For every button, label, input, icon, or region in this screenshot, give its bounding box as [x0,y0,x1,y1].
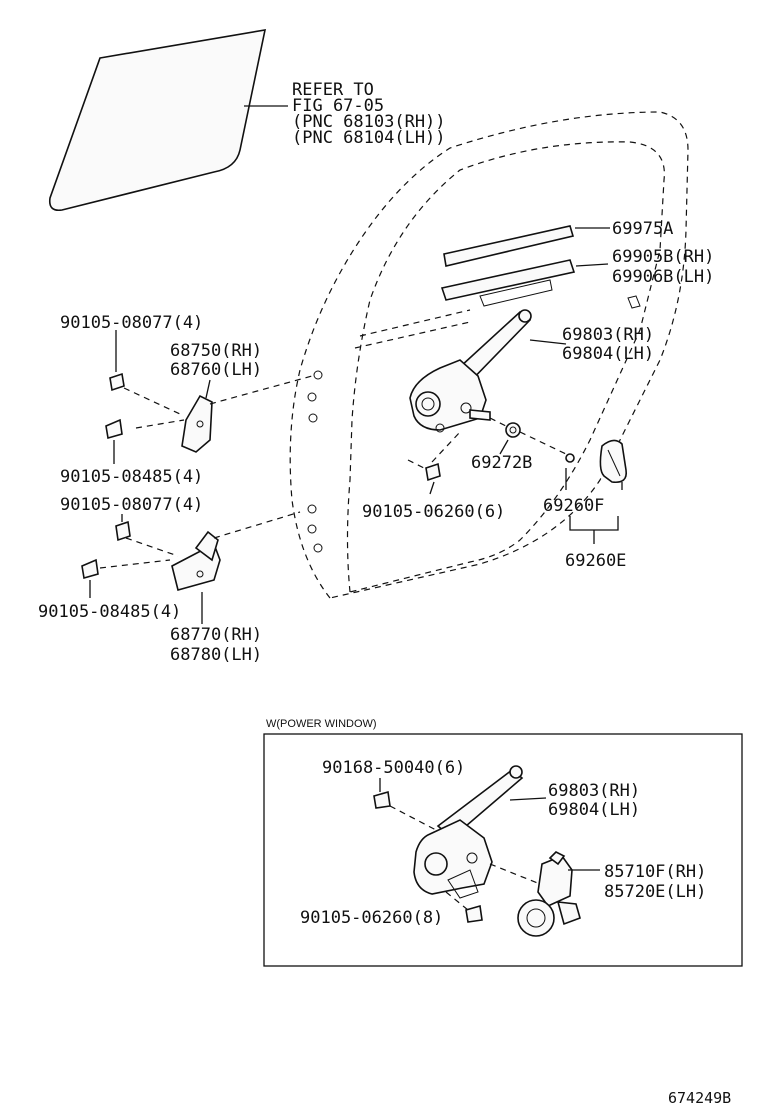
figure-id: 674249B [668,1089,731,1107]
label-69260E: 69260E [565,551,626,571]
bolt-lower-hinge-bottom [81,558,99,598]
label-85710F: 85710F(RH) [604,862,706,882]
belt-weatherstrip-lower [440,259,609,307]
window-regulator-manual [409,309,567,433]
label-pw-69803: 69803(RH) [548,781,640,801]
label-69906B: 69906B(LH) [612,267,714,287]
label-69803: 69803(RH) [562,325,654,345]
refer-note: REFER TO FIG 67-05 (PNC 68103(RH)) (PNC … [292,80,446,148]
label-90105-08077-top: 90105-08077(4) [60,313,203,333]
bolt-90105-06260 [407,431,461,495]
door-frame-outline [289,111,689,599]
window-motor [489,851,600,937]
door-glass [48,29,288,212]
power-window-inset: W(POWER WINDOW) [263,718,743,967]
label-69272B: 69272B [471,453,532,473]
label-90105-06260-6: 90105-06260(6) [362,502,505,522]
clip-icon [627,295,641,309]
svg-text:(PNC 68103(RH)): (PNC 68103(RH)) [292,112,446,132]
bolt-90105-06260-8 [445,891,483,923]
belt-weatherstrip-upper [443,225,610,267]
label-68750: 68750(RH) [170,341,262,361]
power-window-title: W(POWER WINDOW) [266,718,377,730]
label-69804: 69804(LH) [562,344,654,364]
svg-text:REFER TO: REFER TO [292,80,374,100]
label-68780: 68780(LH) [170,645,262,665]
label-90105-08485-top: 90105-08485(4) [60,467,203,487]
label-90105-08077-bot: 90105-08077(4) [60,495,203,515]
label-90105-06260-8: 90105-06260(8) [300,908,443,928]
part-labels: 69975A 69905B(RH) 69906B(LH) 69803(RH) 6… [38,219,714,665]
bolt-90168 [373,778,437,831]
svg-text:FIG 67-05: FIG 67-05 [292,96,384,116]
bolt-lower-hinge-top [115,514,131,542]
washer-69272B [489,417,521,455]
label-90168-50040: 90168-50040(6) [322,758,465,778]
door-hinge-upper [135,375,313,453]
label-69905B: 69905B(RH) [612,247,714,267]
label-69975A: 69975A [612,219,673,239]
svg-text:(PNC 68104(LH)): (PNC 68104(LH)) [292,128,446,148]
power-window-regulator [413,765,547,899]
door-hinge-lower [99,511,301,624]
bolt-upper-hinge-top [109,330,181,415]
label-68770: 68770(RH) [170,625,262,645]
label-pw-69804: 69804(LH) [548,800,640,820]
window-handle [519,431,628,544]
label-68760: 68760(LH) [170,360,262,380]
label-69260F: 69260F [543,496,604,516]
label-85720E: 85720E(LH) [604,882,706,902]
label-90105-08485-bot: 90105-08485(4) [38,602,181,622]
bolt-upper-hinge-bottom [105,418,123,464]
